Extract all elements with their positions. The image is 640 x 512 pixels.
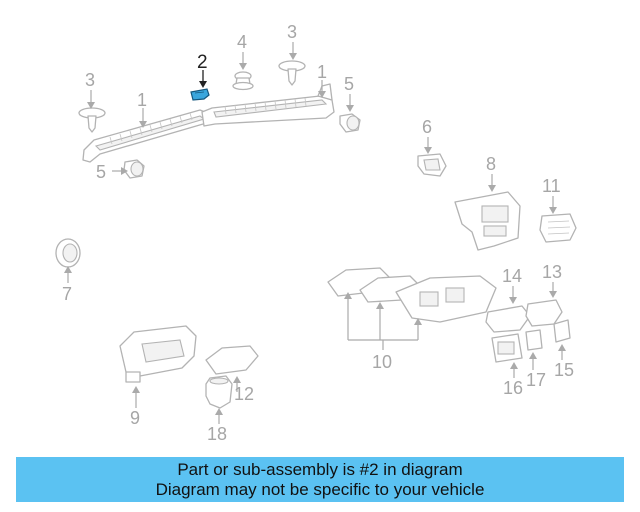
part-12-vent [205,345,259,375]
part-4-clip [232,71,254,91]
callout-7: 7 [62,284,72,304]
callout-5-left: 5 [96,162,106,182]
callout-1-left: 1 [137,90,147,110]
callout-14: 14 [502,266,522,286]
callout-12: 12 [234,384,254,404]
part-3-right-clip [278,60,306,86]
callout-4: 4 [237,32,247,52]
banner-line-2: Diagram may not be specific to your vehi… [155,479,485,499]
part-8-center-panel [454,191,521,251]
part-15-clip [553,319,571,343]
callout-17: 17 [526,370,546,390]
callout-8: 8 [486,154,496,174]
part-16-bracket [491,333,523,363]
part-5-left-grommet [123,159,145,179]
part-10-assembly [327,267,497,323]
info-banner: Part or sub-assembly is #2 in diagram Di… [16,457,624,502]
callout-3-right: 3 [287,22,297,42]
callout-10: 10 [372,352,392,372]
part-2-leader [199,70,207,88]
part-11-vent [539,213,577,243]
callout-3-left: 3 [85,70,95,90]
part-9-duct [119,325,197,383]
callout-2: 2 [197,52,208,73]
callout-16: 16 [503,378,523,398]
part-5-right-grommet [339,113,361,133]
part-6-vent [417,153,447,177]
callout-11: 11 [542,176,561,196]
leader-lines [64,42,566,424]
callout-18: 18 [207,424,227,444]
part-2-highlighted[interactable] [190,88,210,101]
callout-1-right: 1 [317,62,327,82]
part-18-cap [205,375,233,409]
part-3-left-clip [78,107,106,133]
callout-13: 13 [542,262,562,282]
callout-6: 6 [422,117,432,137]
part-14-vent [485,305,531,333]
part-1-right-duct [201,83,335,127]
part-7-round-vent [55,238,81,268]
callout-15: 15 [554,360,574,380]
part-1-left-duct [82,109,211,163]
callout-labels: 3 1 2 4 3 1 5 5 6 8 11 7 14 13 10 16 17 … [62,22,574,444]
part-17-bracket [525,329,543,351]
banner-line-1: Part or sub-assembly is #2 in diagram [177,459,463,479]
part-13-vent [525,299,563,327]
callout-5-right: 5 [344,74,354,94]
callout-9: 9 [130,408,140,428]
